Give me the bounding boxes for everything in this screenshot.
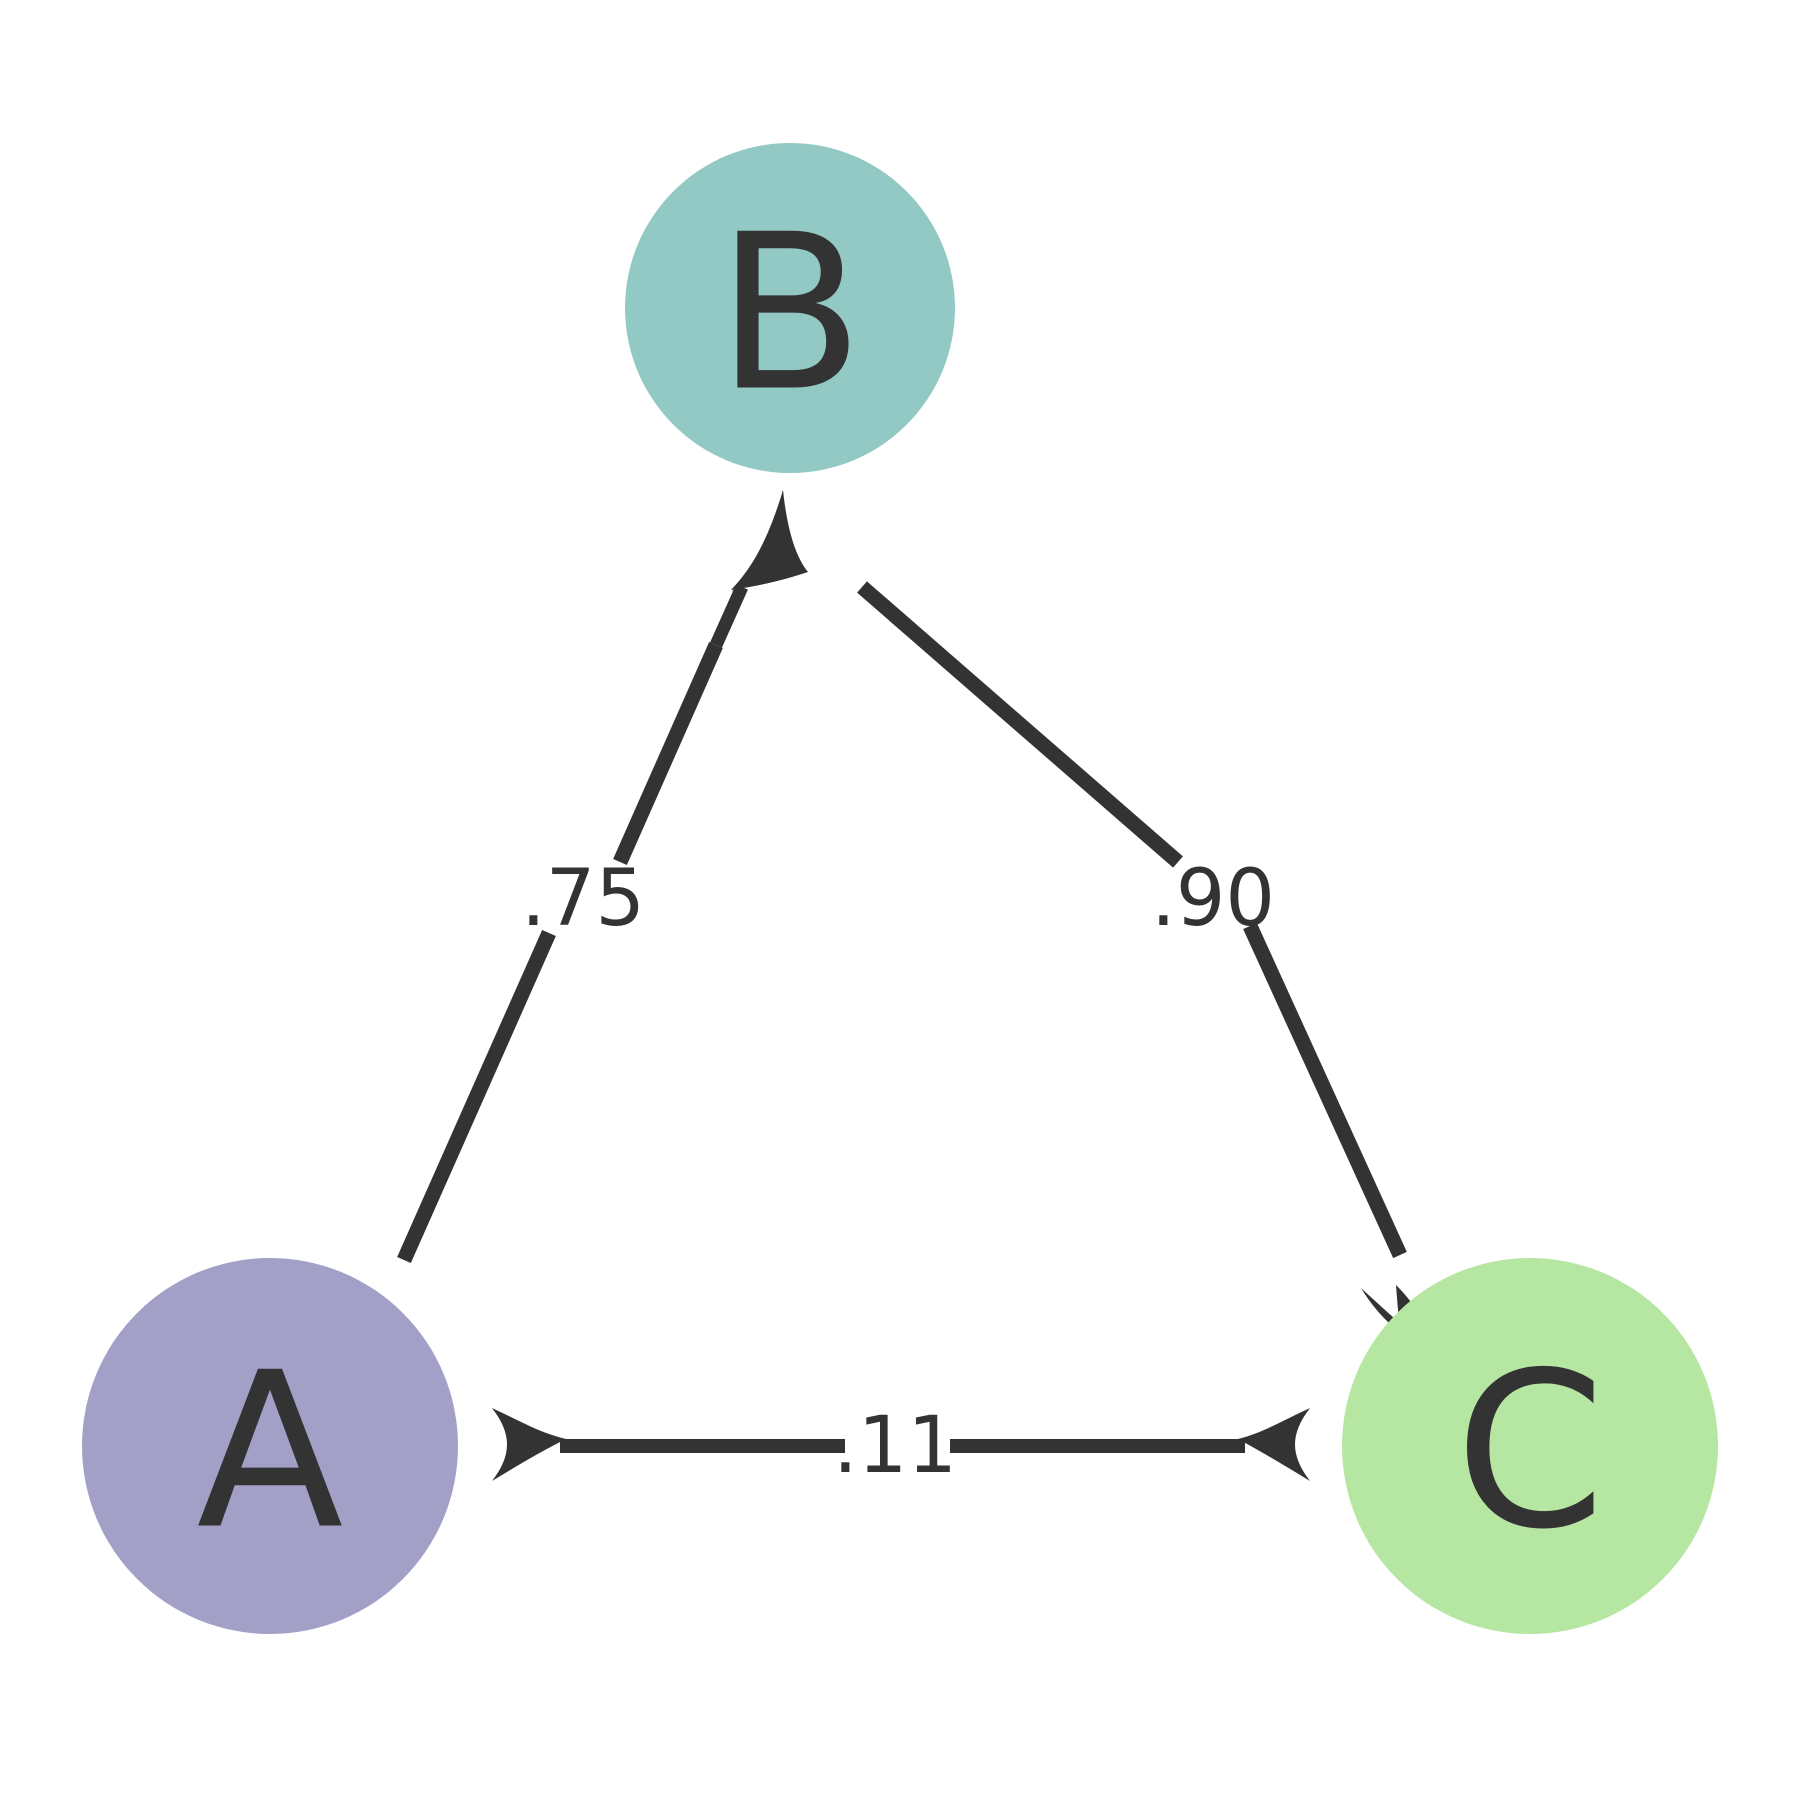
edge-a-to-b-line-upper bbox=[613, 641, 723, 866]
node-a-label: A bbox=[196, 1326, 343, 1577]
node-a-circle[interactable] bbox=[82, 1258, 458, 1634]
edge-b-to-c-line-upper bbox=[857, 581, 1183, 868]
node-b-label: B bbox=[716, 188, 864, 439]
edge-a-to-b-line-lower bbox=[397, 929, 556, 1264]
edge-a-to-b-arrowhead-wing-right bbox=[742, 490, 808, 588]
node-c-circle[interactable] bbox=[1342, 1258, 1718, 1634]
edge-a-to-b-line-taper bbox=[710, 584, 748, 648]
edge-label-b-to-c: .90 bbox=[1151, 854, 1275, 944]
edge-a-to-b[interactable] bbox=[397, 490, 808, 1264]
edge-b-to-c[interactable] bbox=[857, 581, 1448, 1408]
node-a[interactable]: A bbox=[82, 1258, 458, 1634]
node-c[interactable]: C bbox=[1342, 1258, 1718, 1634]
edge-label-a-to-c: .11 bbox=[833, 1401, 957, 1491]
edge-a-to-c[interactable] bbox=[492, 1408, 1310, 1481]
edge-b-to-c-line-lower bbox=[1243, 922, 1407, 1259]
edge-label-a-to-b: .75 bbox=[521, 854, 645, 944]
node-b[interactable]: B bbox=[625, 143, 955, 473]
node-b-circle[interactable] bbox=[625, 143, 955, 473]
edge-a-to-c-arrowhead-right bbox=[1238, 1408, 1310, 1481]
node-c-label: C bbox=[1455, 1326, 1605, 1577]
edge-a-to-c-arrowhead-left bbox=[492, 1408, 566, 1481]
